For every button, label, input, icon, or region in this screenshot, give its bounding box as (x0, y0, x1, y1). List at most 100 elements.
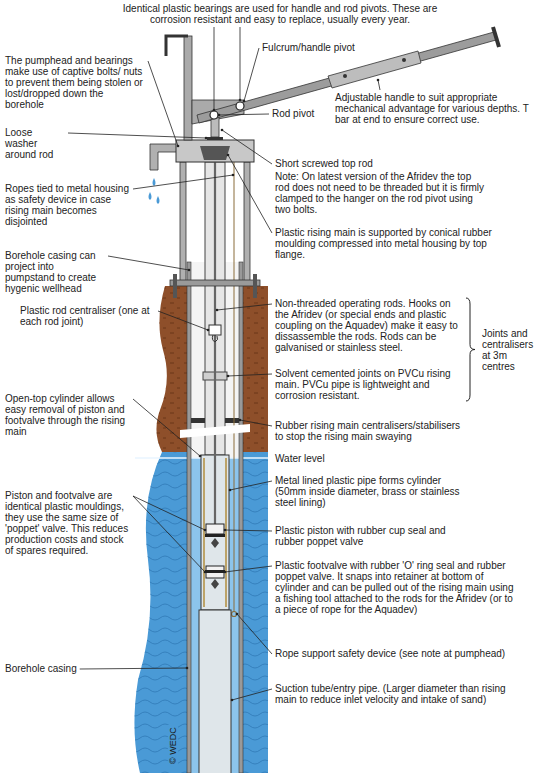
water-drop (149, 192, 152, 200)
leader-dot (204, 529, 207, 532)
leader-dot (177, 145, 180, 148)
support-hook (166, 36, 188, 56)
leader-line (228, 374, 272, 376)
leader-line (244, 48, 259, 101)
leader-dot (199, 455, 202, 458)
watermark: © WEDC (168, 725, 178, 766)
leader-dot (232, 174, 235, 177)
handle-support (184, 36, 192, 140)
leader-dot (221, 129, 224, 132)
leader-line (240, 420, 272, 426)
callout-label: Borehole casing (5, 663, 77, 674)
leader-dot (377, 79, 380, 82)
callout-label: Ropes tied to metal housing as safety de… (5, 183, 130, 227)
piston (206, 524, 224, 534)
leader-line (80, 668, 187, 669)
callout-label: Borehole casing can project into pumpsta… (5, 250, 105, 294)
leader-line (225, 566, 272, 572)
leader-line (217, 304, 272, 310)
callout-label: Plastic piston with rubber cup seal and … (275, 525, 475, 547)
rubber-cone (200, 146, 230, 160)
callout-label: Solvent cemented joints on PVCu rising m… (275, 368, 465, 401)
sleeve-bolt (402, 58, 406, 62)
leader-line (133, 496, 205, 530)
rod-centraliser (209, 325, 221, 335)
leader-line (225, 530, 272, 531)
leader-dot (224, 571, 227, 574)
anchor-bolt (253, 274, 257, 298)
leader-dot (224, 529, 227, 532)
callout-label: Adjustable handle to suit appropriate me… (335, 92, 535, 125)
leader-line (237, 614, 272, 654)
stand-flange (170, 280, 260, 286)
leader-dot (213, 109, 216, 112)
callout-label: Identical plastic bearings are used for … (110, 3, 450, 25)
leader-line (133, 175, 233, 189)
leader-line (158, 311, 208, 330)
leader-line (378, 80, 380, 90)
borehole-casing (239, 262, 243, 773)
cup-seal (205, 534, 225, 537)
sleeve-bolt (343, 74, 347, 78)
callout-label: Rope support safety device (see note at … (275, 648, 505, 659)
rod-pivot (210, 111, 218, 119)
callout-label: Plastic rising main is supported by coni… (275, 227, 515, 260)
callout-label: The pumphead and bearings make use of ca… (5, 55, 145, 110)
leader-dot (243, 100, 246, 103)
leader-line (219, 114, 269, 115)
cylinder-lining (203, 458, 205, 607)
leader-dot (216, 309, 219, 312)
leader-dot (227, 154, 230, 157)
handle-sleeve (328, 51, 421, 88)
leader-line (133, 496, 205, 572)
leader-line (148, 61, 178, 146)
leader-line (108, 256, 189, 270)
pipe-break (180, 424, 250, 438)
leader-line (68, 133, 206, 138)
callout-label: Water level (275, 453, 325, 464)
bracket (466, 298, 475, 401)
callout-label: Rubber rising main centralisers/stabilis… (275, 420, 470, 442)
leader-dot (229, 489, 232, 492)
safety-rope (234, 162, 235, 612)
callout-label: Plastic footvalve with rubber 'O' ring s… (275, 560, 520, 615)
callout-label: Fulcrum/handle pivot (262, 42, 355, 53)
rubber-centraliser (191, 418, 205, 423)
leader-dot (207, 329, 210, 332)
callout-label: Piston and footvalve are identical plast… (5, 490, 130, 556)
callout-label: Metal lined plastic pipe forms cylinder … (275, 475, 475, 508)
water-drop (153, 178, 156, 186)
o-ring (205, 570, 225, 573)
leader-dot (227, 375, 230, 378)
t-bar (493, 27, 499, 47)
operating-rod (214, 115, 216, 528)
leader-dot (239, 99, 242, 102)
fulcrum-pivot (236, 102, 244, 110)
leader-dot (205, 137, 208, 140)
leader-line (222, 130, 272, 164)
rod-hook (212, 335, 217, 342)
loose-washer (207, 137, 223, 140)
poppet-valve (211, 538, 219, 548)
leader-dot (236, 613, 239, 616)
pump-stand (244, 162, 250, 284)
pump-stand (180, 162, 186, 284)
leader-line (232, 689, 272, 700)
callout-label: Open-top cylinder allows easy removal of… (5, 393, 130, 437)
footvalve (206, 566, 224, 578)
poppet-valve (211, 579, 219, 589)
leader-line (133, 399, 200, 456)
leader-dot (204, 571, 207, 574)
cylinder-lining (225, 458, 227, 607)
leader-line (228, 155, 272, 233)
borehole-casing (187, 262, 191, 773)
leader-dot (218, 114, 221, 117)
callout-label: Non-threaded operating rods. Hooks on th… (275, 298, 465, 353)
leader-line (240, 27, 241, 100)
callout-label: Loose washer around rod (5, 127, 65, 160)
callout-label: Short screwed top rod (275, 158, 373, 169)
leader-line (214, 27, 215, 110)
suction-tube (199, 610, 231, 773)
